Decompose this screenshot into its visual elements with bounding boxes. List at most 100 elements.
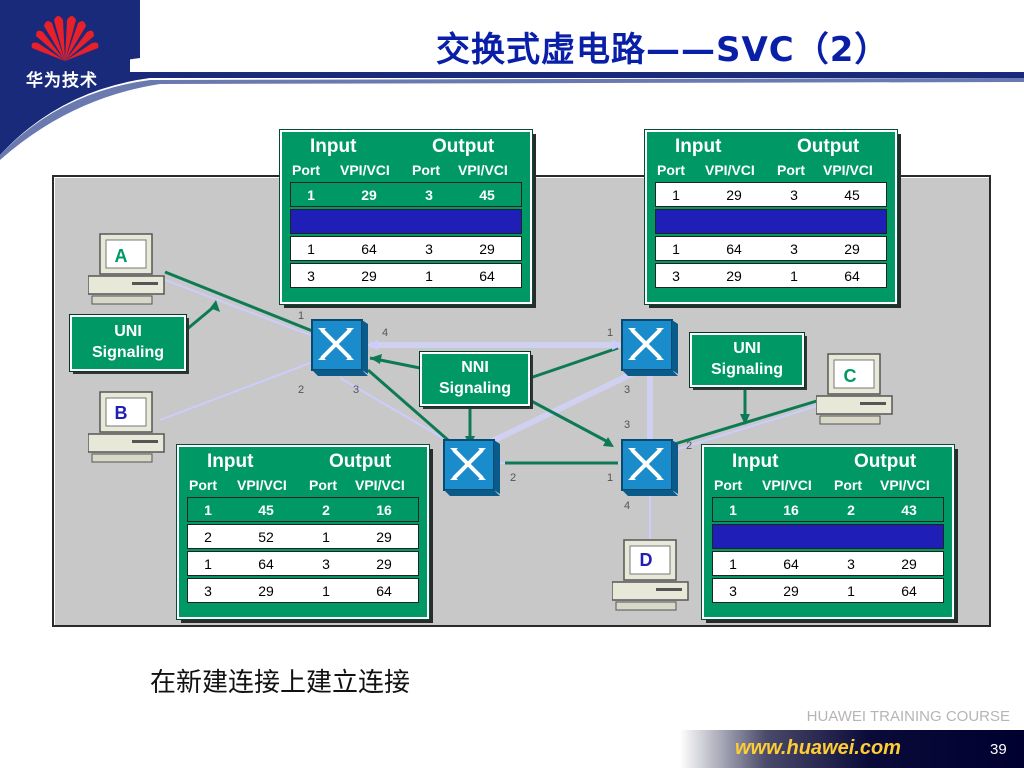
output-header: Output	[329, 451, 392, 472]
column-header: VPI/VCI	[340, 162, 390, 178]
nni-signaling: NNI Signaling	[419, 351, 531, 407]
column-header: Port	[292, 162, 320, 178]
table-cell: 45	[258, 502, 274, 518]
course-label: HUAWEI TRAINING COURSE	[806, 708, 1010, 725]
website-link[interactable]: www.huawei.com	[735, 737, 901, 759]
input-header: Input	[675, 136, 722, 157]
port-label: 1	[298, 310, 305, 322]
signaling-label: UNI	[114, 323, 142, 340]
slide-caption: 在新建连接上建立连接	[150, 668, 411, 698]
table-cell: 29	[726, 268, 742, 284]
output-header: Output	[797, 136, 860, 157]
link-sw3-sw2	[476, 367, 642, 451]
column-header: Port	[189, 477, 217, 493]
table-cell: 3	[425, 187, 433, 203]
host-d-label: D	[634, 550, 658, 571]
column-header: VPI/VCI	[880, 477, 930, 493]
output-header: Output	[432, 136, 495, 157]
table-cell: 29	[376, 556, 392, 572]
table-row-highlight	[290, 209, 522, 234]
table-cell: 3	[322, 556, 330, 572]
table-cell: 45	[479, 187, 495, 203]
port-label: 3	[353, 384, 360, 396]
table-cell: 1	[204, 502, 212, 518]
table-cell: 29	[901, 556, 917, 572]
signal-c-sw4	[667, 398, 821, 448]
atm-switch-1-icon	[311, 319, 368, 376]
table-cell: 43	[901, 502, 917, 518]
column-header: Port	[777, 162, 805, 178]
table-row-highlight	[712, 524, 944, 549]
table-row-highlight	[655, 209, 887, 234]
signal-nni-sw2	[529, 346, 619, 380]
signaling-label: NNI	[461, 359, 489, 376]
table-cell: 1	[790, 268, 798, 284]
table-cell: 3	[729, 583, 737, 599]
column-header: VPI/VCI	[237, 477, 287, 493]
column-header: VPI/VCI	[458, 162, 508, 178]
column-header: Port	[714, 477, 742, 493]
table-row: 2 52 1 29	[187, 524, 419, 549]
port-label: 2	[510, 472, 517, 484]
signaling-label: Signaling	[92, 344, 164, 361]
table-cell: 29	[844, 241, 860, 257]
input-header: Input	[207, 451, 254, 472]
link-c-sw4	[674, 404, 821, 451]
link-a-sw1	[159, 277, 319, 339]
signal-nni-sw4	[519, 393, 611, 445]
table-cell: 45	[844, 187, 860, 203]
page-number: 39	[990, 741, 1007, 758]
port-label: 2	[298, 384, 305, 396]
atm-switch-4-icon	[621, 439, 678, 496]
table-cell: 1	[322, 529, 330, 545]
table-cell: 64	[783, 556, 799, 572]
table-cell: 3	[672, 268, 680, 284]
table-cell: 52	[258, 529, 274, 545]
host-a-label: A	[109, 246, 133, 267]
uni-signaling-right: UNI Signaling	[689, 332, 805, 388]
port-label: 3	[624, 384, 631, 396]
atm-switch-3-icon	[443, 439, 500, 496]
port-label: 1	[607, 472, 614, 484]
column-header: VPI/VCI	[762, 477, 812, 493]
table-cell: 3	[204, 583, 212, 599]
signaling-label: Signaling	[711, 361, 783, 378]
table-cell: 64	[258, 556, 274, 572]
signaling-label: UNI	[733, 340, 761, 357]
input-header: Input	[310, 136, 357, 157]
column-header: VPI/VCI	[705, 162, 755, 178]
footer-band	[680, 730, 1024, 768]
table-cell: 1	[847, 583, 855, 599]
table-cell: 2	[847, 502, 855, 518]
uni-signaling-left: UNI Signaling	[69, 314, 187, 372]
host-c-label: C	[838, 366, 862, 387]
table-cell: 1	[307, 187, 315, 203]
port-label: 3	[624, 419, 631, 431]
column-header: Port	[657, 162, 685, 178]
table-cell: 1	[672, 241, 680, 257]
signaling-label: Signaling	[439, 380, 511, 397]
table-cell: 64	[361, 241, 377, 257]
table-cell: 2	[204, 529, 212, 545]
table-cell: 1	[307, 241, 315, 257]
table-cell: 29	[376, 529, 392, 545]
table-cell: 1	[322, 583, 330, 599]
table-cell: 3	[790, 241, 798, 257]
table-cell: 3	[307, 268, 315, 284]
computer-b-icon	[88, 391, 165, 463]
table-cell: 2	[322, 502, 330, 518]
